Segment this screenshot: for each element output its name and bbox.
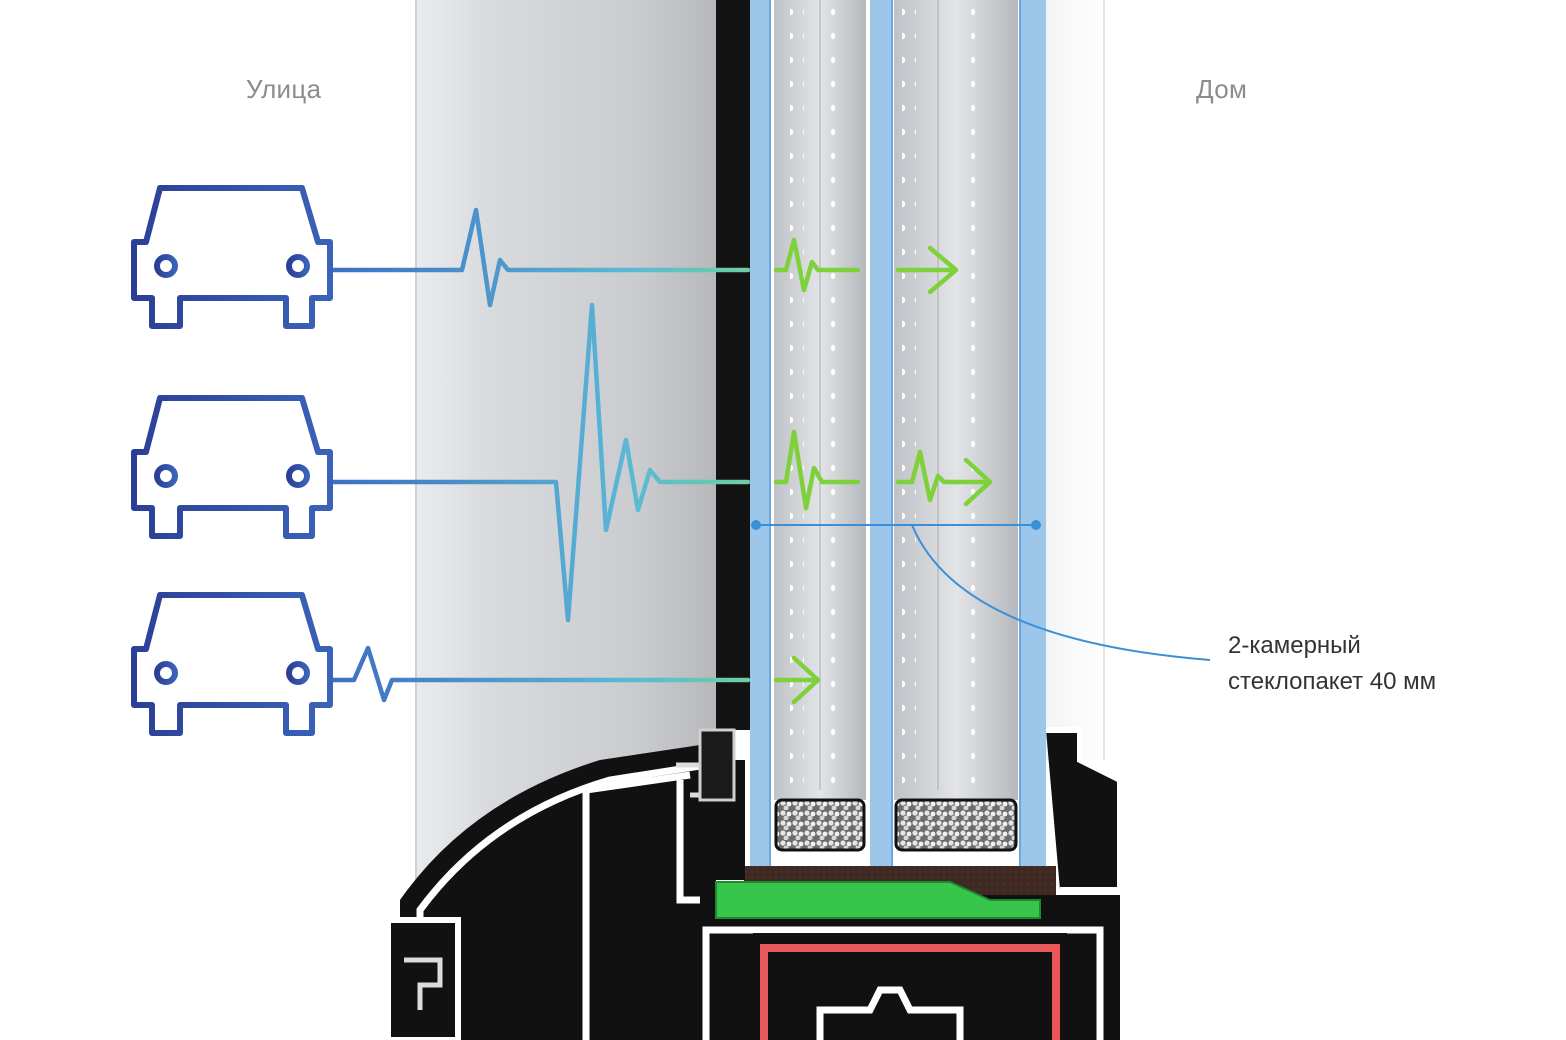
attenuated-waves bbox=[773, 237, 993, 705]
green-seal bbox=[715, 881, 1041, 919]
glass-pane-inner bbox=[1020, 0, 1046, 870]
glass-unit-label: 2-камерный стеклопакет 40 мм bbox=[1228, 628, 1436, 700]
arrow-right-icon bbox=[791, 655, 821, 705]
desiccant-1 bbox=[774, 798, 866, 852]
arrow-right-icon bbox=[963, 457, 993, 507]
callout-glass-unit bbox=[751, 520, 1211, 661]
glass-unit-label-line1: 2-камерный bbox=[1228, 632, 1361, 659]
car-icons bbox=[131, 185, 333, 736]
label-inside: Дом bbox=[1196, 74, 1248, 104]
car-icon bbox=[131, 395, 333, 539]
glass-unit-label-line2: стеклопакет 40 мм bbox=[1228, 668, 1437, 695]
pvc-profile bbox=[385, 727, 1123, 1040]
label-outside: Улица bbox=[246, 74, 322, 104]
arrow-right-icon bbox=[927, 245, 959, 295]
car-icon bbox=[131, 592, 333, 736]
desiccant-2 bbox=[894, 798, 1018, 852]
glass-pane-middle bbox=[870, 0, 892, 870]
reinforcement bbox=[760, 944, 1060, 1040]
glass-pane-outer bbox=[750, 0, 770, 870]
sound-waves bbox=[329, 207, 751, 703]
sash-edge bbox=[716, 0, 750, 730]
sound-wave-2 bbox=[329, 302, 751, 623]
sound-wave-3 bbox=[329, 645, 751, 703]
sound-wave-1 bbox=[329, 207, 751, 308]
interior-reveal bbox=[1046, 0, 1106, 760]
car-icon bbox=[131, 185, 333, 329]
